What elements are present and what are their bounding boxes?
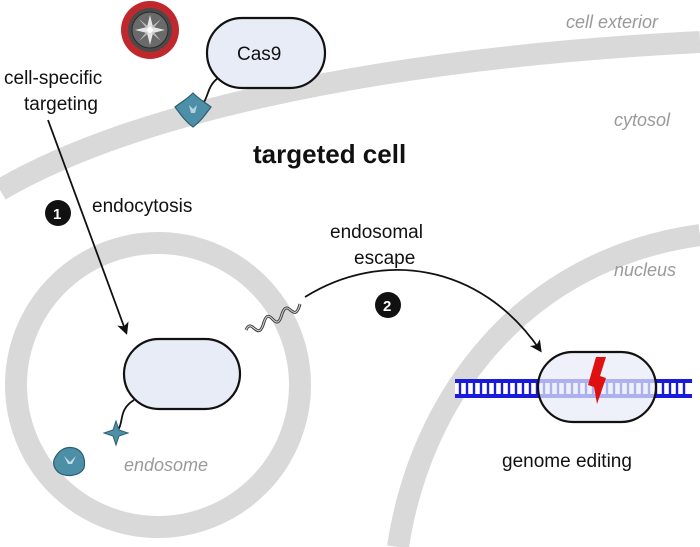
step-2-badge	[375, 292, 401, 318]
cytosol-label: cytosol	[614, 110, 671, 130]
plasma-membrane	[0, 31, 700, 200]
receptor-ligand-icon	[174, 92, 212, 128]
targeting-label-line2: targeting	[24, 94, 98, 115]
escape-label-line1: endosomal	[330, 222, 423, 243]
released-ligand-star-icon	[102, 419, 130, 447]
endocytosis-label: endocytosis	[92, 196, 192, 217]
virus-particle-icon	[121, 1, 179, 59]
escape-label-line2: escape	[354, 248, 415, 269]
targeting-label-line1: cell-specific	[4, 68, 102, 89]
step-2-number: 2	[383, 298, 391, 315]
cas9-label: Cas9	[237, 44, 281, 65]
cas9-protein	[205, 16, 327, 90]
genome-editing-label: genome editing	[502, 451, 632, 472]
step-1-badge	[45, 200, 71, 226]
cell-exterior-label: cell exterior	[566, 12, 659, 32]
endosomal-cas9-protein	[122, 337, 242, 411]
endosomal-cas9-linker	[117, 399, 135, 431]
nuclear-envelope	[387, 224, 700, 547]
nucleus-label: nucleus	[614, 260, 676, 280]
endosomal-escape-arrow	[304, 269, 542, 353]
endocytosis-arrow	[47, 119, 129, 335]
endosome-membrane	[5, 232, 311, 538]
targeted-cell-title: targeted cell	[253, 139, 406, 169]
endosome-label: endosome	[124, 455, 208, 475]
escape-peptide-helix-icon	[244, 303, 302, 333]
dna-cut-icon	[588, 357, 606, 404]
receptor-in-endosome-icon	[53, 446, 86, 477]
step-1-number: 1	[53, 206, 61, 223]
